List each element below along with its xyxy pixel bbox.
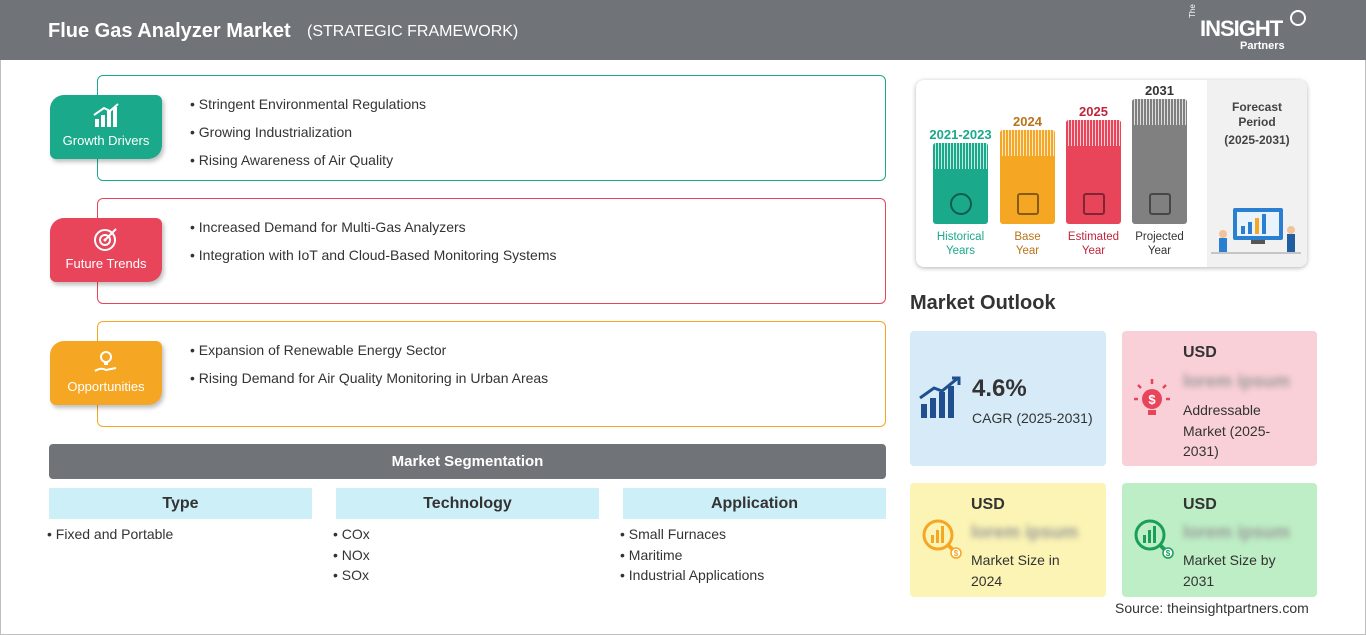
market-size-2031-card: $ USD lorem ipsum Market Size by 2031 <box>1122 483 1317 597</box>
growth-drivers-badge: Growth Drivers <box>50 95 162 159</box>
segmentation-title: Market Segmentation <box>49 444 886 479</box>
blurred-value: lorem ipsum <box>971 522 1079 542</box>
future-trends-box: Increased Demand for Multi-Gas Analyzers… <box>97 198 886 304</box>
badge-label: Future Trends <box>65 256 147 271</box>
presentation-icon <box>1148 193 1171 215</box>
timeline-bar-2031 <box>1132 99 1187 224</box>
segment-heading-application: Application <box>623 488 886 519</box>
opportunities-badge: Opportunities <box>50 341 162 405</box>
blurred-value: lorem ipsum <box>1183 522 1291 542</box>
segment-list-technology: COx NOx SOx <box>333 526 370 588</box>
cagr-label: CAGR (2025-2031) <box>972 410 1093 426</box>
addressable-label: Market (2025- <box>1183 422 1271 439</box>
timeline-year-label: 2031 <box>1145 83 1174 98</box>
history-icon <box>949 193 972 215</box>
badge-label: Opportunities <box>67 379 145 394</box>
segment-list-type: Fixed and Portable <box>47 526 174 547</box>
list-item: COx <box>333 526 370 547</box>
page-subtitle: (STRATEGIC FRAMEWORK) <box>307 23 519 40</box>
forecast-label: Forecast <box>1231 100 1283 114</box>
market-size-label: 2031 <box>1183 572 1215 589</box>
magnifier-chart-icon: $ <box>922 519 962 559</box>
future-trends-badge: Future Trends <box>50 218 162 282</box>
money-idea-icon: $ <box>1134 379 1170 415</box>
page-title: Flue Gas Analyzer Market <box>48 20 291 42</box>
svg-text:$: $ <box>1148 392 1156 407</box>
svg-text:$: $ <box>954 549 959 558</box>
list-item: Expansion of Renewable Energy Sector <box>190 342 548 370</box>
list-item: Stringent Environmental Regulations <box>190 96 426 124</box>
calendar-icon <box>1016 193 1039 215</box>
market-size-label: 2024 <box>971 572 1003 589</box>
forecast-label: Period <box>1238 115 1276 129</box>
timeline-year-label: 2021-2023 <box>929 127 992 142</box>
target-icon <box>94 228 117 251</box>
market-size-label: Market Size by <box>1183 552 1276 568</box>
segment-heading-type: Type <box>49 488 312 519</box>
timeline-year-label: 2024 <box>1013 114 1042 129</box>
estimate-icon <box>1082 193 1105 215</box>
market-size-2024-card: $ USD lorem ipsum Market Size in 2024 <box>910 483 1106 597</box>
cagr-card: 4.6% CAGR (2025-2031) <box>910 331 1106 466</box>
list-item: Fixed and Portable <box>47 526 174 547</box>
timeline-bar-2025 <box>1066 120 1121 224</box>
opportunities-box: Expansion of Renewable Energy Sector Ris… <box>97 321 886 427</box>
list-item: Growing Industrialization <box>190 124 426 152</box>
header-bar: Flue Gas Analyzer Market (STRATEGIC FRAM… <box>0 0 1366 60</box>
segment-heading-technology: Technology <box>336 488 599 519</box>
list-item: NOx <box>333 547 370 568</box>
magnifier-chart-icon: $ <box>1134 519 1174 559</box>
list-item: Increased Demand for Multi-Gas Analyzers <box>190 219 557 247</box>
list-item: Industrial Applications <box>620 567 764 588</box>
badge-label: Growth Drivers <box>62 133 150 148</box>
market-size-label: Market Size in <box>971 552 1060 568</box>
currency-label: USD <box>1183 496 1217 513</box>
idea-hand-icon <box>94 351 117 372</box>
forecast-panel: Forecast Period (2025-2031) <box>1207 80 1307 267</box>
addressable-label: 2031) <box>1183 443 1219 459</box>
list-item: Rising Awareness of Air Quality <box>190 152 426 180</box>
currency-label: USD <box>971 496 1005 513</box>
list-item: SOx <box>333 567 370 588</box>
timeline-year-label: 2025 <box>1079 104 1108 119</box>
growth-chart-icon <box>919 376 961 418</box>
timeline-bar-2024 <box>1000 130 1055 224</box>
addressable-market-card: $ USD lorem ipsum Addressable Market (20… <box>1122 331 1317 466</box>
insight-partners-logo: The INSIGHT Partners <box>1188 4 1318 54</box>
list-item: Rising Demand for Air Quality Monitoring… <box>190 370 548 398</box>
list-item: Small Furnaces <box>620 526 764 547</box>
cagr-value: 4.6% <box>972 375 1027 402</box>
segment-list-application: Small Furnaces Maritime Industrial Appli… <box>620 526 764 588</box>
growth-drivers-box: Stringent Environmental Regulations Grow… <box>97 75 886 181</box>
blurred-value: lorem ipsum <box>1183 371 1291 391</box>
addressable-label: Addressable <box>1183 402 1261 418</box>
source-citation: Source: theinsightpartners.com <box>1115 600 1309 616</box>
forecast-period: (2025-2031) <box>1224 133 1290 147</box>
analytics-illustration-icon <box>1211 208 1301 254</box>
list-item: Integration with IoT and Cloud-Based Mon… <box>190 247 557 275</box>
growth-chart-icon <box>93 103 119 127</box>
svg-text:$: $ <box>1166 549 1171 558</box>
currency-label: USD <box>1183 344 1217 361</box>
list-item: Maritime <box>620 547 764 568</box>
timeline-bar-2021-2023 <box>933 143 988 224</box>
market-outlook-title: Market Outlook <box>910 292 1056 314</box>
